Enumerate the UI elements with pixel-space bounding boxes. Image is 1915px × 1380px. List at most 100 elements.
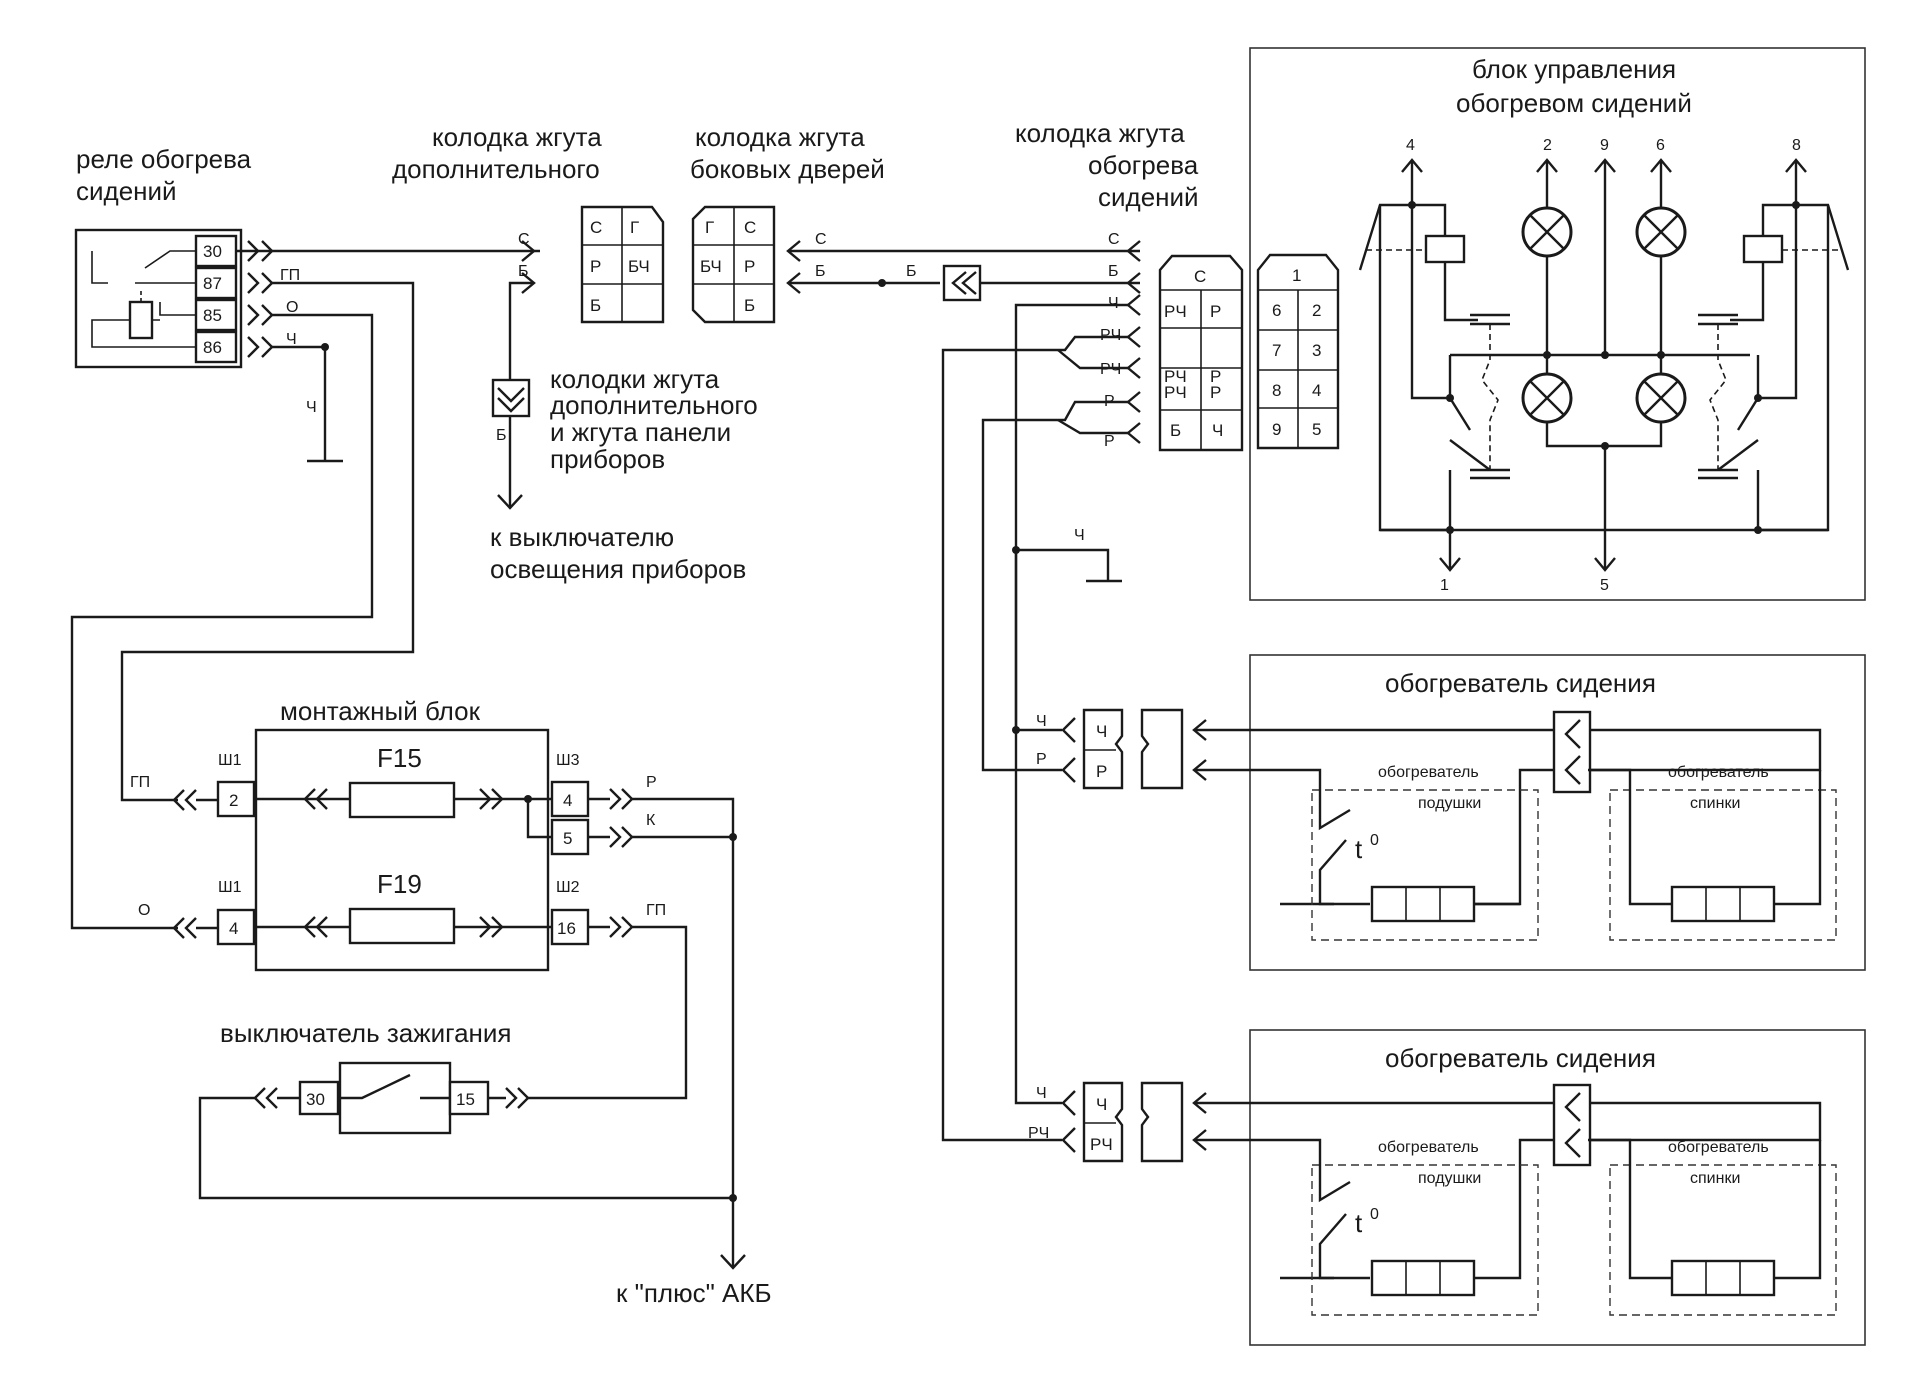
mount-block: Ш1 Ш1 Ш3 Ш2 2 4 4 5 16 F15 F19 bbox=[216, 728, 590, 972]
svg-text:обогреватель: обогреватель bbox=[1668, 1139, 1769, 1156]
svg-text:Р: Р bbox=[1036, 751, 1047, 768]
svg-text:подушки: подушки bbox=[1418, 1170, 1481, 1187]
svg-text:боковых дверей: боковых дверей bbox=[690, 154, 885, 184]
svg-text:Б: Б bbox=[496, 427, 507, 444]
svg-text:колодка жгута: колодка жгута bbox=[1015, 118, 1185, 148]
svg-text:Р: Р bbox=[744, 257, 755, 276]
svg-text:РЧ: РЧ bbox=[1164, 367, 1187, 386]
svg-text:86: 86 bbox=[203, 338, 222, 357]
svg-text:сидений: сидений bbox=[76, 176, 177, 206]
svg-text:БЧ: БЧ bbox=[700, 257, 722, 276]
svg-text:Ч: Ч bbox=[1036, 713, 1047, 730]
svg-text:Р: Р bbox=[1210, 302, 1221, 321]
svg-text:4: 4 bbox=[1406, 137, 1415, 154]
wire-relay-86 bbox=[272, 345, 327, 460]
conn-nine-pin: 1 6 2 7 3 8 4 9 5 bbox=[1256, 253, 1340, 450]
svg-text:БЧ: БЧ bbox=[628, 257, 650, 276]
svg-text:С: С bbox=[815, 231, 827, 248]
svg-text:Б: Б bbox=[906, 263, 917, 280]
svg-text:Г: Г bbox=[705, 218, 714, 237]
svg-text:сидений: сидений bbox=[1098, 182, 1199, 212]
conn-seat-block: С РЧ Р РЧ Р РЧ Р Б Ч bbox=[1158, 254, 1244, 452]
svg-text:С: С bbox=[1194, 267, 1206, 286]
svg-text:30: 30 bbox=[203, 242, 222, 261]
svg-text:спинки: спинки bbox=[1690, 795, 1740, 812]
ground-2-label: Ч bbox=[1074, 527, 1085, 544]
svg-text:3: 3 bbox=[1312, 341, 1321, 360]
svg-text:РЧ: РЧ bbox=[1164, 383, 1187, 402]
svg-text:освещения приборов: освещения приборов bbox=[490, 554, 746, 584]
battery-label: к "плюс" АКБ bbox=[616, 1278, 772, 1308]
svg-text:4: 4 bbox=[563, 791, 572, 810]
wire-to-battery bbox=[632, 797, 735, 1268]
svg-text:О: О bbox=[286, 299, 298, 316]
conn-doors: Г С БЧ Р Б С Б Б bbox=[691, 205, 917, 324]
wire-ign-30 bbox=[198, 1096, 733, 1200]
svg-text:2: 2 bbox=[1543, 137, 1552, 154]
mount-block-left-connectors: ГП О bbox=[130, 774, 218, 939]
svg-text:15: 15 bbox=[456, 1090, 475, 1109]
svg-text:блок управления: блок управления bbox=[1472, 54, 1676, 84]
svg-text:30: 30 bbox=[306, 1090, 325, 1109]
svg-text:5: 5 bbox=[1600, 577, 1609, 594]
svg-text:9: 9 bbox=[1272, 420, 1281, 439]
conn-seat-title: колодка жгута обогрева сидений bbox=[1015, 118, 1199, 212]
wire-r bbox=[981, 400, 1128, 772]
svg-text:К: К bbox=[646, 812, 656, 829]
svg-text:обогреватель: обогреватель bbox=[1378, 1139, 1479, 1156]
control-unit: 4 2 9 6 8 1 5 bbox=[1249, 47, 1866, 601]
svg-text:Р: Р bbox=[1096, 762, 1107, 781]
svg-text:РЧ: РЧ bbox=[1090, 1135, 1113, 1154]
svg-text:Ч: Ч bbox=[1108, 295, 1119, 312]
svg-text:ГП: ГП bbox=[646, 902, 666, 919]
svg-text:0: 0 bbox=[1370, 1206, 1379, 1223]
wire-ch-1 bbox=[1014, 303, 1128, 732]
svg-text:2: 2 bbox=[229, 791, 238, 810]
wire-rch bbox=[941, 335, 1128, 1142]
conn-doors-title: колодка жгута боковых дверей bbox=[690, 122, 885, 184]
svg-text:t: t bbox=[1355, 834, 1363, 864]
svg-text:9: 9 bbox=[1600, 137, 1609, 154]
svg-text:Р: Р bbox=[1210, 383, 1221, 402]
light-switch-label: к выключателю освещения приборов bbox=[490, 522, 746, 584]
svg-text:спинки: спинки bbox=[1690, 1170, 1740, 1187]
conn-extra-title: колодка жгута дополнительного bbox=[392, 122, 602, 184]
svg-text:обогреватель сидения: обогреватель сидения bbox=[1385, 1043, 1656, 1073]
svg-text:Б: Б bbox=[815, 263, 826, 280]
svg-text:2: 2 bbox=[1312, 301, 1321, 320]
svg-text:t: t bbox=[1355, 1208, 1363, 1238]
svg-text:Г: Г bbox=[630, 218, 639, 237]
svg-text:0: 0 bbox=[1370, 832, 1379, 849]
svg-text:Ч: Ч bbox=[1036, 1085, 1047, 1102]
relay: 30 87 85 86 bbox=[74, 228, 243, 369]
svg-text:Р: Р bbox=[590, 257, 601, 276]
svg-text:колодка жгута: колодка жгута bbox=[432, 122, 602, 152]
mount-block-title: монтажный блок bbox=[280, 696, 481, 726]
heater-2: обогреватель сидения Ч РЧ Ч РЧ обогреват… bbox=[1028, 1029, 1866, 1346]
conn-pair-symbol: Б bbox=[491, 378, 531, 510]
svg-text:85: 85 bbox=[203, 306, 222, 325]
svg-text:обогреватель: обогреватель bbox=[1378, 764, 1479, 781]
wire-ch-2 bbox=[1014, 550, 1062, 1105]
ground-relay-label: Ч bbox=[306, 399, 317, 416]
svg-text:Ч: Ч bbox=[286, 331, 297, 348]
svg-text:4: 4 bbox=[229, 919, 238, 938]
svg-text:Ш1: Ш1 bbox=[218, 879, 242, 896]
svg-text:5: 5 bbox=[563, 829, 572, 848]
svg-text:Б: Б bbox=[1170, 421, 1181, 440]
wire-relay-87 bbox=[120, 281, 415, 802]
svg-text:обогреватель сидения: обогреватель сидения bbox=[1385, 668, 1656, 698]
svg-text:реле обогрева: реле обогрева bbox=[76, 144, 252, 174]
svg-text:С: С bbox=[518, 231, 530, 248]
svg-text:РЧ: РЧ bbox=[1164, 302, 1187, 321]
svg-text:обогрева: обогрева bbox=[1088, 150, 1199, 180]
doors-b-splice bbox=[942, 264, 982, 302]
svg-text:С: С bbox=[590, 218, 602, 237]
svg-text:О: О bbox=[138, 902, 150, 919]
svg-text:обогревом сидений: обогревом сидений bbox=[1456, 88, 1692, 118]
svg-text:16: 16 bbox=[557, 919, 576, 938]
svg-text:подушки: подушки bbox=[1418, 795, 1481, 812]
svg-text:РЧ: РЧ bbox=[1028, 1125, 1049, 1142]
